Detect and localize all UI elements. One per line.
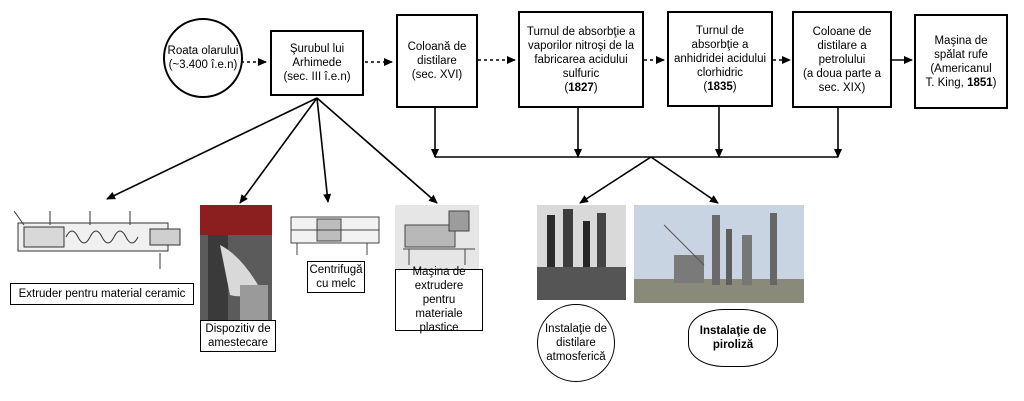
masina-year: 1851 — [967, 76, 993, 89]
pyrolysis-plant-photo — [634, 205, 804, 303]
plastic-extruder-photo — [395, 205, 479, 269]
coloana-text: Coloană de distilare (sec. XVI) — [407, 41, 467, 81]
node-turn-absorbtie-clorhidric: Turnul de absorbţie a anhidridei acidulu… — [667, 11, 773, 107]
label-extruder: Extruder pentru material ceramic — [10, 283, 194, 305]
turn1-year: 1827 — [568, 81, 594, 94]
masina-text: Maşina de spălat rufe (Americanul T. Kin… — [925, 34, 992, 89]
mixing-device-photo — [200, 205, 272, 320]
turn2-year: 1835 — [707, 81, 733, 93]
extruder-drawing — [10, 203, 190, 275]
surub-text: Şurubul lui Arhimede (sec. III î.e.n) — [283, 43, 351, 83]
node-roata-olarului: Roata olarului (~3.400 î.e.n) — [163, 18, 243, 98]
distillation-plant-photo — [537, 205, 626, 300]
label-centrifuga: Centrifugă cu melc — [307, 261, 365, 293]
petrol-text: Coloane de distilare a petrolului (a dou… — [802, 25, 881, 94]
label-dispozitiv: Dispozitiv de amestecare — [200, 320, 276, 352]
arrow-collector-distilare — [579, 156, 652, 204]
turn2-text: Turnul de absorbţie a anhidridei acidulu… — [673, 25, 767, 79]
node-turn-absorbtie-nitrosi: Turnul de absorbţie a vaporilor nitroşi … — [518, 11, 644, 108]
arrow-surub-extruder — [106, 97, 318, 200]
arrow-surub-centrifuga — [316, 97, 332, 203]
roata-text: Roata olarului (~3.400 î.e.n) — [167, 45, 239, 71]
arrow-collector-piroliza — [650, 156, 719, 204]
node-coloana-distilare: Coloană de distilare (sec. XVI) — [396, 14, 478, 108]
arrow-surub-dispozitiv — [239, 97, 318, 204]
arrow-surub-extrudere — [316, 97, 438, 204]
label-extrudere-plastice: Maşina de extrudere pentru materiale pla… — [395, 266, 483, 334]
node-instalatie-distilare: Instalaţie de distilare atmosferică — [537, 304, 615, 382]
node-masina-spalat: Maşina de spălat rufe (Americanul T. Kin… — [914, 14, 1008, 109]
turn1-text: Turnul de absorbţie a vaporilor nitroşi … — [526, 25, 636, 80]
node-instalatie-piroliza: Instalaţie de piroliză — [688, 309, 778, 367]
node-coloane-petrol: Coloane de distilare a petrolului (a dou… — [792, 11, 892, 108]
node-surubul-arhimede: Şurubul lui Arhimede (sec. III î.e.n) — [270, 30, 364, 96]
centrifuge-drawing — [287, 205, 383, 261]
